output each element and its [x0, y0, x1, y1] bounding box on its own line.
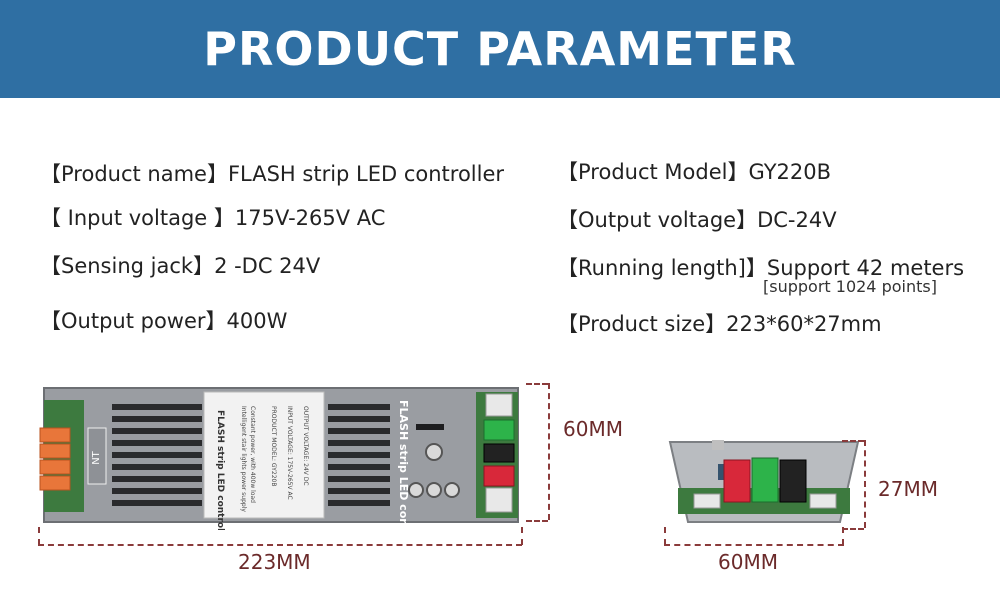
label-line-3: PRODUCT MODEL: GY220B: [270, 406, 277, 486]
dim-line: [842, 528, 864, 530]
spec-label: 【Product size】: [557, 312, 727, 336]
dim-length-label: 223MM: [238, 550, 311, 574]
side-title: FLASH strip LED controller: [397, 400, 410, 530]
label-line-5: OUTPUT VOLTAGE: 24V DC: [302, 406, 309, 486]
spec-value: 400W: [226, 309, 288, 333]
label-title: FLASH strip LED controller: [215, 410, 225, 530]
spec-output-voltage: 【Output voltage】DC-24V: [557, 204, 837, 234]
controller-side-image: [668, 440, 860, 523]
dim-line: [664, 544, 844, 546]
spec-label: 【Product Model】: [557, 160, 749, 184]
spec-product-size: 【Product size】223*60*27mm: [557, 308, 882, 338]
spec-label: 【Product name】: [40, 162, 228, 186]
spec-sensing-jack: 【Sensing jack】2 -DC 24V: [40, 250, 320, 280]
spec-label: 【Output voltage】: [557, 208, 758, 232]
black-terminal: [779, 459, 807, 503]
dim-line: [526, 520, 548, 522]
red-terminal: [723, 459, 751, 503]
spec-value: DC-24V: [757, 208, 837, 232]
spec-value: 2 -DC 24V: [214, 254, 321, 278]
spec-running-length: 【Running length]】Support 42 meters: [557, 252, 964, 282]
vent-slots-right: [328, 404, 390, 506]
page-title: PRODUCT PARAMETER: [203, 22, 797, 76]
controller-front-image: NT FLASH strip LED controller Intelligen…: [39, 387, 519, 530]
knob-icon: [408, 482, 424, 498]
spec-label: 【 Input voltage 】: [40, 206, 235, 230]
spec-value: GY220B: [748, 160, 832, 184]
title-banner: PRODUCT PARAMETER: [0, 0, 1000, 98]
spec-product-name: 【Product name】FLASH strip LED controller: [40, 158, 504, 188]
spec-output-power: 【Output power】400W: [40, 305, 287, 335]
brand-mark: NT: [91, 450, 102, 464]
vent-slots-left: [112, 404, 202, 506]
spec-value: 175V-265V AC: [234, 206, 386, 230]
spec-product-model: 【Product Model】GY220B: [557, 156, 831, 186]
dim-line: [38, 527, 40, 545]
dim-line: [548, 383, 550, 520]
red-terminal: [483, 465, 515, 487]
spec-label: 【Sensing jack】: [40, 254, 215, 278]
spec-running-length-note: [support 1024 points]: [763, 277, 937, 296]
dim-depth-label: 27MM: [878, 477, 938, 501]
spec-label: 【Running length]】: [557, 256, 767, 280]
dim-height-label: 60MM: [563, 417, 623, 441]
spec-input-voltage: 【 Input voltage 】175V-265V AC: [40, 202, 385, 232]
dim-line: [38, 544, 522, 546]
spec-value: FLASH strip LED controller: [227, 162, 505, 186]
dim-line: [664, 527, 666, 545]
green-terminal: [751, 457, 779, 503]
label-line-4: INPUT VOLTAGE: 175V-265V AC: [286, 406, 293, 500]
spec-value: 223*60*27mm: [726, 312, 882, 336]
knob-icon: [425, 443, 443, 461]
dim-line: [842, 527, 844, 545]
knob-icon: [426, 482, 442, 498]
knob-icon: [444, 482, 460, 498]
dim-line: [842, 440, 864, 442]
label-line-1: Intelligent stair lights power supply: [240, 406, 247, 512]
dim-line: [526, 383, 548, 385]
spec-label: 【Output power】: [40, 309, 227, 333]
dim-line: [521, 527, 523, 545]
label-line-2: Constant power, with 400w load: [249, 406, 256, 503]
green-terminal: [483, 419, 515, 441]
dim-line: [864, 440, 866, 528]
spec-value: Support 42 meters: [766, 256, 965, 280]
black-terminal: [483, 443, 515, 463]
dim-width-label: 60MM: [718, 550, 778, 574]
